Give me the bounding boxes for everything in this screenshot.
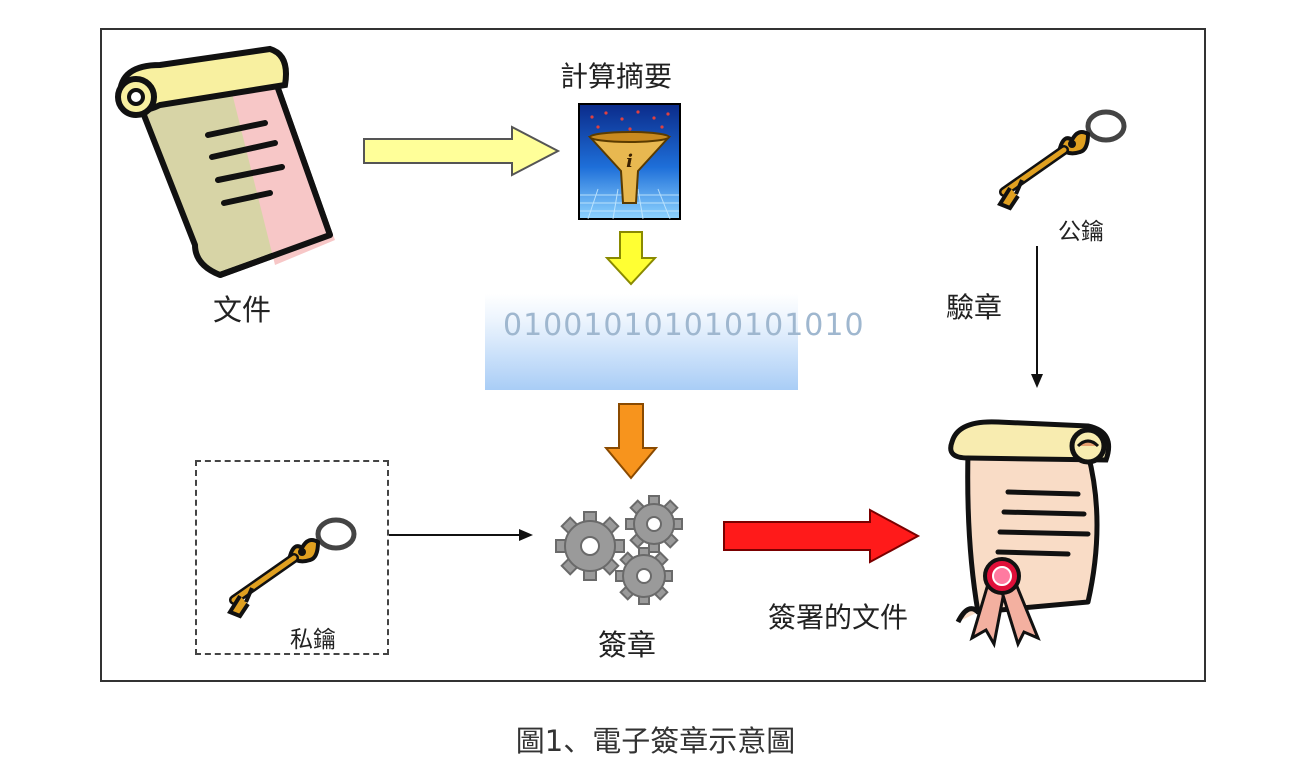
scroll-document-icon bbox=[115, 45, 335, 278]
key-icon bbox=[227, 517, 357, 619]
yellow-arrow-down bbox=[604, 231, 658, 286]
digest-bits: 010010101010101010 bbox=[503, 308, 865, 343]
private-key-label: 私鑰 bbox=[290, 627, 336, 653]
signed-scroll-icon bbox=[948, 419, 1112, 649]
key-icon bbox=[997, 109, 1127, 211]
yellow-arrow-right bbox=[363, 125, 561, 177]
public-key-label: 公鑰 bbox=[1058, 219, 1104, 245]
svg-text:i: i bbox=[626, 151, 633, 172]
orange-arrow-down bbox=[603, 403, 659, 480]
signed-document-label: 簽署的文件 bbox=[768, 601, 909, 634]
document-label: 文件 bbox=[213, 293, 272, 327]
red-arrow-right bbox=[723, 508, 921, 564]
digest-band: 010010101010101010 bbox=[485, 294, 864, 390]
funnel-digest-icon: i bbox=[578, 103, 681, 220]
private-key-to-sign-arrow bbox=[389, 529, 533, 541]
compute-digest-label: 計算摘要 bbox=[560, 60, 673, 93]
verify-arrow-down bbox=[1031, 246, 1043, 388]
gear-icon bbox=[555, 495, 683, 605]
private-key-box bbox=[195, 460, 389, 655]
sign-label: 簽章 bbox=[598, 628, 657, 662]
figure-caption: 圖1、電子簽章示意圖 bbox=[515, 724, 796, 758]
verify-label: 驗章 bbox=[946, 291, 1003, 324]
